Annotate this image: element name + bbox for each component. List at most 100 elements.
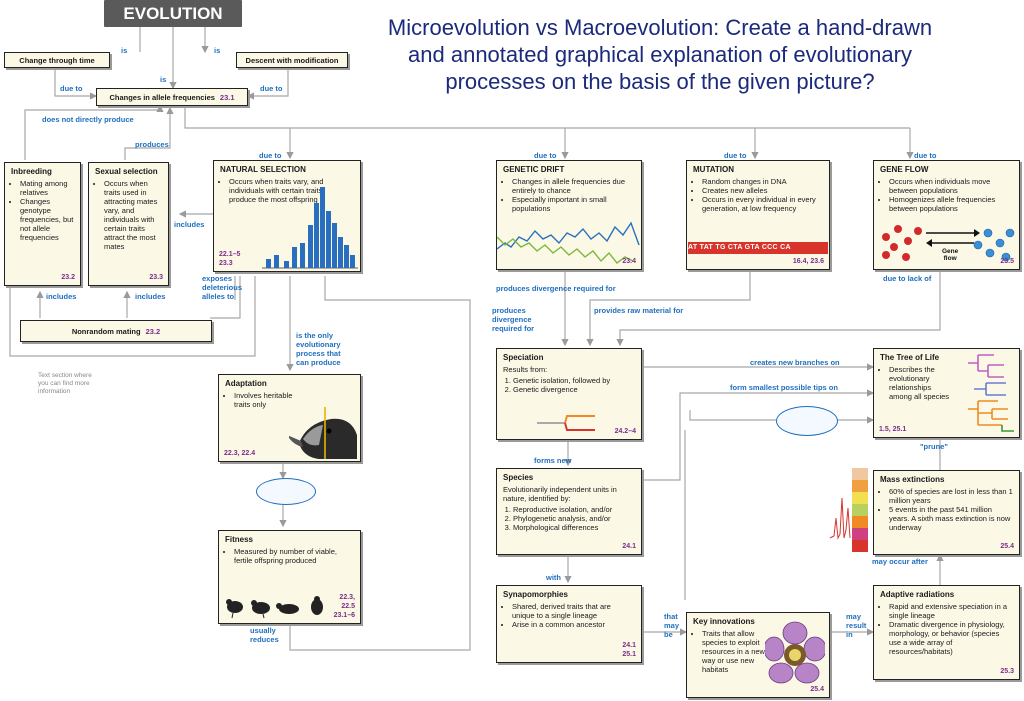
descent-with-modification-box: Descent with modification [236,52,348,68]
gene-flow-ref: 23.5 [1000,258,1014,265]
tree-of-life-title: The Tree of Life [880,353,940,362]
label-that-may-be: that may be [664,612,680,639]
gene-flow-bullet: Homogenizes allele frequencies between p… [889,195,1013,213]
genetic-drift-bullet: Especially important in small population… [512,195,635,213]
synapomorphies-box: Synapomorphies Shared, derived traits th… [496,585,642,663]
sexual-selection-bullet: Occurs when traits used in attracting ma… [104,179,162,251]
gene-flow-label: Gene flow [942,248,959,262]
fitness-box: Fitness Measured by number of viable, fe… [218,530,361,624]
natural-selection-title: NATURAL SELECTION [220,165,306,174]
speciation-item: Genetic isolation, followed by [513,376,635,385]
natural-selection-box: NATURAL SELECTION Occurs when traits var… [213,160,361,272]
synapomorphies-ref: 24.1 25.1 [622,642,636,658]
label-due-to-natural: due to [259,151,282,160]
label-may-result-in: may result in [846,612,867,639]
drift-line-graphic [497,221,640,264]
speciation-graphic [537,415,595,431]
synapomorphies-title: Synapomorphies [503,590,568,599]
speciation-ref: 24.2–4 [614,428,636,435]
label-due-to-mutation: due to [724,151,747,160]
label-due-to-right: due to [260,84,283,93]
histogram-graphic [262,187,358,269]
label-usually-reduces: usually reduces [250,626,279,644]
key-innovations-title: Key innovations [693,617,755,626]
fitness-ref: 22.3, 22.5 23.1–6 [333,594,355,619]
species-ref: 24.1 [622,543,636,550]
label-includes-inbreeding: includes [46,292,77,301]
key-innovations-bullet: Traits that allow species to exploit res… [702,629,766,674]
label-produces-divergence-required: produces divergence required for [492,306,535,333]
synapomorphies-bullet: Arise in a common ancestor [512,620,635,629]
inbreeding-bullet: Mating among relatives [20,179,74,197]
label-includes-sexual: includes [135,292,166,301]
key-innovations-ref: 25.4 [810,686,824,693]
genetic-drift-title: GENETIC DRIFT [503,165,565,174]
adaptive-radiations-title: Adaptive radiations [880,590,955,599]
synapomorphies-bullet: Shared, derived traits that are unique t… [512,602,635,620]
species-title: Species [503,473,534,482]
label-due-to-geneflow: due to [914,151,937,160]
tree-of-life-ref: 1.5, 25.1 [879,426,907,433]
label-creates-new-branches: creates new branches on [750,358,840,367]
inbreeding-ref: 23.2 [61,274,75,281]
blank-ellipse-tree[interactable] [776,406,838,436]
mass-extinctions-box: Mass extinctions 60% of species are lost… [873,470,1020,555]
label-prune: "prune" [920,442,948,451]
mass-extinctions-bullet: 60% of species are lost in less than 1 m… [889,487,1013,505]
birds-graphic [226,596,323,619]
species-intro: Evolutionarily independent units in natu… [503,485,617,503]
label-is-3: is [160,75,167,84]
flower-graphic [765,621,825,684]
inbreeding-title: Inbreeding [11,167,52,176]
species-item: Morphological differences [513,523,635,532]
mass-extinctions-bullet: 5 events in the past 541 million years. … [889,505,1013,532]
gene-flow-box: GENE FLOW Occurs when individuals move b… [873,160,1020,270]
speciation-title: Speciation [503,353,544,362]
natural-selection-ref: 22.1–5 23.3 [219,251,241,267]
label-with: with [546,573,561,582]
inbreeding-box: Inbreeding Mating among relatives Change… [4,162,81,286]
label-due-to-drift: due to [534,151,557,160]
sexual-selection-box: Sexual selection Occurs when traits used… [88,162,169,286]
mutation-ref: 16.4, 23.6 [792,258,824,265]
text-section-note: Text section where you can find more inf… [38,372,92,395]
extinction-timeline-graphic [829,468,868,552]
gene-flow-bullet: Occurs when individuals move between pop… [889,177,1013,195]
tree-of-life-box: The Tree of Life Describes the evolution… [873,348,1020,438]
question-overlay-title: Microevolution vs Macroevolution: Create… [387,15,933,94]
gene-flow-graphic [882,225,1015,262]
tree-of-life-bullet: Describes the evolutionary relationships… [889,365,955,401]
mutation-bullet: Occurs in every individual in every gene… [702,195,823,213]
speciation-intro: Results from: [503,365,548,374]
natural-selection-bullet: Occurs when traits vary, and individuals… [229,177,329,204]
key-innovations-box: Key innovations Traits that allow specie… [686,612,830,698]
label-is-2: is [214,46,221,55]
genetic-drift-bullet: Changes in allele frequencies due entire… [512,177,635,195]
label-due-to-left: due to [60,84,83,93]
adaptive-radiations-ref: 25.3 [1000,668,1014,675]
label-exposes-deleterious: exposes deleterious alleles to [202,274,243,301]
evolution-header: EVOLUTION [104,0,242,27]
label-may-occur-after: may occur after [872,557,928,566]
gene-flow-title: GENE FLOW [880,165,929,174]
adaptation-bullet: Involves heritable traits only [234,391,296,409]
species-item: Phylogenetic analysis, and/or [513,514,635,523]
genetic-drift-ref: 23.4 [622,258,636,265]
adaptive-radiations-bullet: Rapid and extensive speciation in a sing… [889,602,1013,620]
blank-ellipse-adaptation[interactable] [256,478,316,505]
label-produces: produces [135,140,169,149]
label-only-process: is the only evolutionary process that ca… [296,331,341,367]
species-item: Reproductive isolation, and/or [513,505,635,514]
phylogeny-graphic [968,354,1014,432]
mutation-title: MUTATION [693,165,735,174]
adaptive-radiations-box: Adaptive radiations Rapid and extensive … [873,585,1020,680]
fitness-title: Fitness [225,535,254,544]
inbreeding-bullet: Changes genotype frequencies, but not al… [20,197,74,242]
genetic-drift-box: GENETIC DRIFT Changes in allele frequenc… [496,160,642,270]
label-is-1: is [121,46,128,55]
mass-extinctions-ref: 25.4 [1000,543,1014,550]
fitness-bullet: Measured by number of viable, fertile of… [234,547,354,565]
